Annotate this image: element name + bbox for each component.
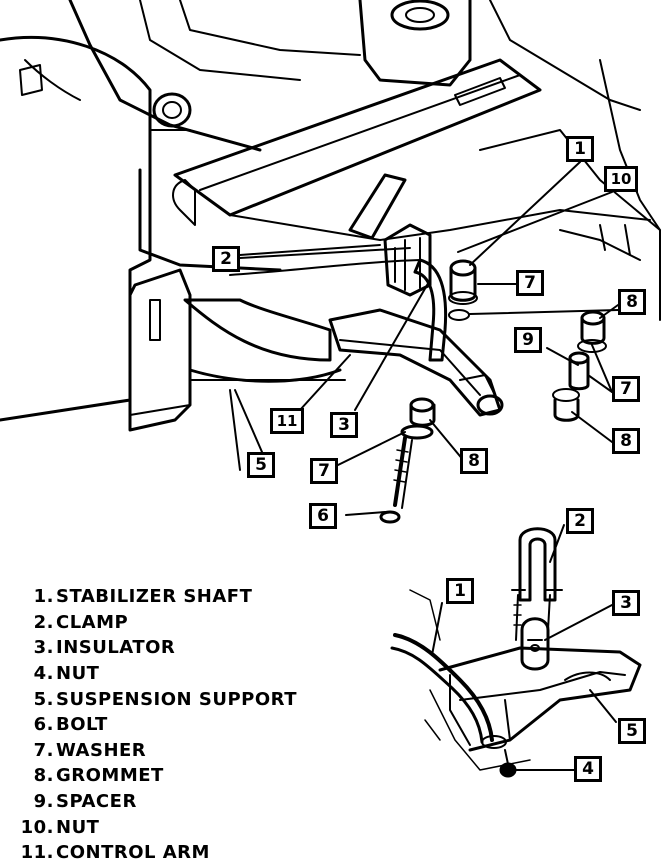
legend-label: NUT [56,663,100,685]
leader-lines-upper [234,161,619,516]
legend-number: 9. [33,791,54,813]
callout-5: 5 [618,718,646,744]
grommet-stack-upper [448,259,478,321]
callout-1: 1 [446,578,474,604]
legend-label: CONTROL ARM [56,842,210,864]
bolt-washer-grommet-lower [379,397,436,524]
legend-item: 11.CONTROL ARM [4,840,334,866]
legend-label: BOLT [56,714,108,736]
legend-label: NUT [56,816,100,838]
legend-item: 2.CLAMP [4,610,334,636]
legend-number: 6. [33,714,54,736]
exploded-parts-right [552,310,607,422]
callout-5: 5 [247,452,275,478]
callout-1: 1 [566,136,594,162]
legend-label: INSULATOR [56,637,176,659]
parts-legend: 1.STABILIZER SHAFT 2.CLAMP 3.INSULATOR 4… [4,584,334,866]
callout-2: 2 [212,246,240,272]
legend-item: 3.INSULATOR [4,635,334,661]
callout-7: 7 [310,458,338,484]
callout-7: 7 [516,270,544,296]
callout-2: 2 [566,508,594,534]
callout-4: 4 [574,756,602,782]
callout-7: 7 [612,376,640,402]
callout-3: 3 [330,412,358,438]
legend-item: 7.WASHER [4,738,334,764]
callout-6: 6 [309,503,337,529]
legend-item: 9.SPACER [4,789,334,815]
callout-8: 8 [618,289,646,315]
legend-number: 7. [33,739,54,761]
legend-number: 8. [33,765,54,787]
callout-9: 9 [514,327,542,353]
legend-item: 8.GROMMET [4,763,334,789]
legend-number: 3. [33,637,54,659]
callout-10: 10 [604,166,638,192]
control-arm-part [328,308,504,417]
legend-number: 4. [33,663,54,685]
legend-number: 5. [33,688,54,710]
legend-number: 11. [20,842,54,864]
legend-label: STABILIZER SHAFT [56,586,253,608]
callout-11: 11 [270,408,304,434]
legend-item: 5.SUSPENSION SUPPORT [4,686,334,712]
legend-number: 2. [33,611,54,633]
legend-item: 6.BOLT [4,712,334,738]
legend-label: SPACER [56,791,137,813]
callout-8: 8 [612,428,640,454]
leader-lines-lower [431,524,617,771]
legend-label: CLAMP [56,611,129,633]
legend-label: SUSPENSION SUPPORT [56,688,297,710]
legend-label: GROMMET [56,765,164,787]
legend-number: 1. [33,586,54,608]
legend-label: WASHER [56,739,147,761]
detail-view-lower [390,527,642,778]
legend-item: 4.NUT [4,661,334,687]
callout-3: 3 [612,590,640,616]
suspension-support-part [128,268,346,471]
legend-number: 10. [20,816,54,838]
callout-8: 8 [460,448,488,474]
legend-item: 1.STABILIZER SHAFT [4,584,334,610]
legend-item: 10.NUT [4,814,334,840]
stabilizer-shaft-upper [229,258,448,362]
